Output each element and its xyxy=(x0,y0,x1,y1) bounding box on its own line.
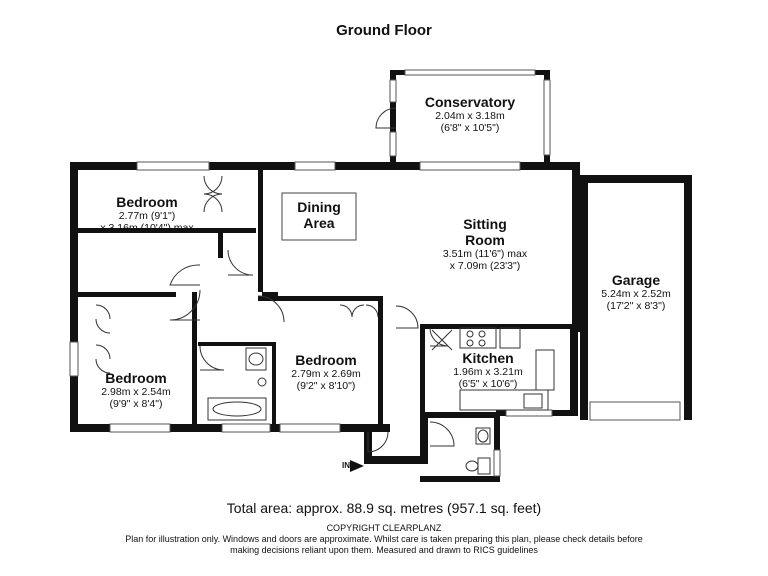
room-name: Conservatory xyxy=(424,94,516,110)
entrance-arrow-icon xyxy=(350,460,364,472)
room-dimension-imperial: (6'8" x 10'5") xyxy=(440,122,500,135)
room-dimension-imperial: x 3.16m (10'4") max xyxy=(100,222,194,235)
room-dimension-imperial: (9'2" x 8'10") xyxy=(296,380,356,393)
room-dimension-imperial: (6'5" x 10'6") xyxy=(458,378,518,391)
room-dimension-metric: 1.96m x 3.21m xyxy=(453,366,523,379)
copyright: COPYRIGHT CLEARPLANZ xyxy=(326,523,442,533)
room-bedroom-1: Bedroom 2.77m (9'1") x 3.16m (10'4") max xyxy=(82,194,212,234)
room-name: Kitchen xyxy=(462,350,514,366)
room-name: Bedroom xyxy=(105,370,167,386)
room-dimension-imperial: x 7.09m (23'3") xyxy=(449,260,521,273)
room-dining-area: Dining Area xyxy=(282,199,356,231)
room-conservatory: Conservatory 2.04m x 3.18m (6'8" x 10'5"… xyxy=(395,94,545,134)
room-dimension-imperial: (17'2" x 8'3") xyxy=(606,300,666,313)
disclaimer-line-2: making decisions reliant upon them. Meas… xyxy=(230,545,538,555)
floor-title: Ground Floor xyxy=(336,22,432,39)
room-name-line2: Area xyxy=(303,215,335,232)
room-dimension-metric: 2.98m x 2.54m xyxy=(101,386,171,399)
door-swings xyxy=(95,107,455,453)
room-name-line2: Room xyxy=(465,232,505,249)
room-dimension-metric: 5.24m x 2.52m xyxy=(601,288,671,301)
room-bedroom-2: Bedroom 2.98m x 2.54m (9'9" x 8'4") xyxy=(84,370,188,410)
room-kitchen: Kitchen 1.96m x 3.21m (6'5" x 10'6") xyxy=(438,350,538,390)
room-dimension-metric: 2.04m x 3.18m xyxy=(435,110,505,123)
internal-walls xyxy=(76,162,575,427)
room-dimension-metric: 3.51m (11'6") max xyxy=(442,248,528,261)
room-name: Bedroom xyxy=(295,352,357,368)
room-garage: Garage 5.24m x 2.52m (17'2" x 8'3") xyxy=(584,272,688,312)
total-area: Total area: approx. 88.9 sq. metres (957… xyxy=(226,500,542,516)
room-bedroom-3: Bedroom 2.79m x 2.69m (9'2" x 8'10") xyxy=(276,352,376,392)
disclaimer-line-1: Plan for illustration only. Windows and … xyxy=(125,534,643,544)
room-dimension-metric: 2.77m (9'1") xyxy=(118,210,176,223)
room-name: Bedroom xyxy=(116,194,178,210)
room-name-line1: Sitting xyxy=(463,216,507,232)
dining-area-frame xyxy=(281,192,357,241)
room-sitting-room: Sitting Room 3.51m (11'6") max x 7.09m (… xyxy=(410,216,560,272)
room-dimension-metric: 2.79m x 2.69m xyxy=(291,368,361,381)
entrance-label: IN xyxy=(342,461,350,470)
room-name-line1: Dining xyxy=(297,199,341,215)
room-name: Garage xyxy=(611,272,661,288)
room-dimension-imperial: (9'9" x 8'4") xyxy=(109,398,163,411)
fixtures xyxy=(207,327,555,475)
